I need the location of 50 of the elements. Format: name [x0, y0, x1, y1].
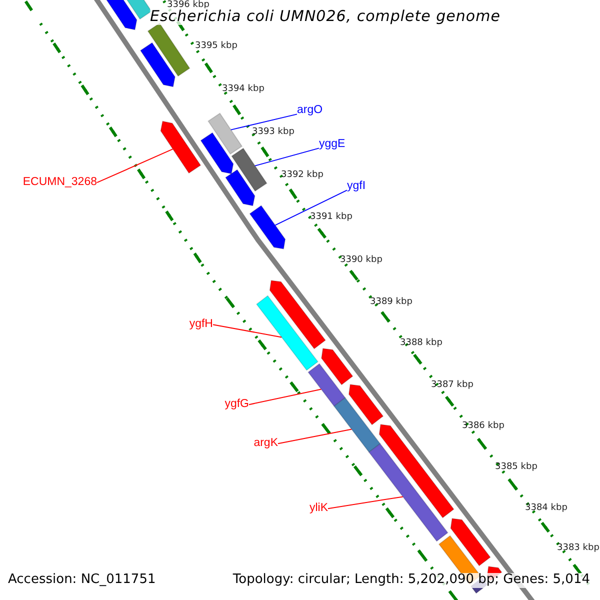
gene-block — [378, 424, 454, 518]
leader-line — [230, 114, 298, 130]
gene-block — [348, 384, 384, 426]
gene-label: ECUMN_3268 — [22, 176, 97, 190]
tick-label: 3387 kbp — [431, 380, 474, 390]
gene-label: yliK — [309, 502, 328, 516]
leader-line — [212, 324, 282, 338]
gene-label: ygfH — [189, 318, 213, 332]
gene-label: ygfG — [224, 398, 249, 412]
gene-label: ygfI — [347, 180, 366, 194]
leader-line — [254, 148, 320, 166]
tick-label: 3395 kbp — [195, 41, 238, 52]
gene-label: yggE — [319, 138, 346, 152]
tick-label: 3383 kbp — [557, 543, 600, 554]
tick-label: 3390 kbp — [340, 255, 382, 266]
map-title: Escherichia coli UMN026, complete genome — [150, 8, 500, 26]
gene-bar — [147, 22, 190, 77]
genome-info-text: Topology: circular; Length: 5,202,090 bp; Genes: 5,014 — [232, 573, 590, 588]
gene-block — [249, 204, 286, 250]
tick-label: 3396 kbp — [167, 0, 210, 10]
tick-label: 3385 kbp — [495, 462, 538, 472]
leader-line — [248, 388, 322, 406]
gene-block — [269, 280, 326, 350]
gene-block — [160, 120, 202, 174]
gene-bar — [308, 363, 346, 407]
gene-bar — [256, 295, 319, 371]
leader-line — [278, 428, 352, 444]
gene-block — [224, 169, 256, 206]
tick-label: 3391 kbp — [310, 212, 352, 222]
accession-text: Accession: NC_011751 — [8, 573, 156, 588]
tick-label: 3392 kbp — [281, 170, 324, 180]
leader-line — [328, 496, 404, 510]
gene-block — [200, 132, 234, 174]
gene-bar — [333, 397, 381, 453]
gene-bar — [231, 148, 268, 192]
tick-label: 3389 kbp — [370, 297, 412, 308]
gene-block — [320, 348, 354, 386]
leader-line — [274, 190, 348, 226]
leader-line — [96, 148, 174, 184]
gene-label: argK — [254, 437, 278, 450]
tick-label: 3388 kbp — [400, 338, 442, 348]
gene-block — [450, 518, 491, 566]
tick-label: 3393 kbp — [252, 127, 294, 138]
gene-bar — [208, 112, 243, 155]
gene-block — [140, 42, 176, 88]
gene-bar — [368, 443, 448, 542]
gene-label: argO — [297, 104, 323, 118]
tick-label: 3386 kbp — [462, 421, 504, 432]
tick-label: 3394 kbp — [222, 84, 264, 94]
tick-label: 3384 kbp — [525, 503, 568, 514]
